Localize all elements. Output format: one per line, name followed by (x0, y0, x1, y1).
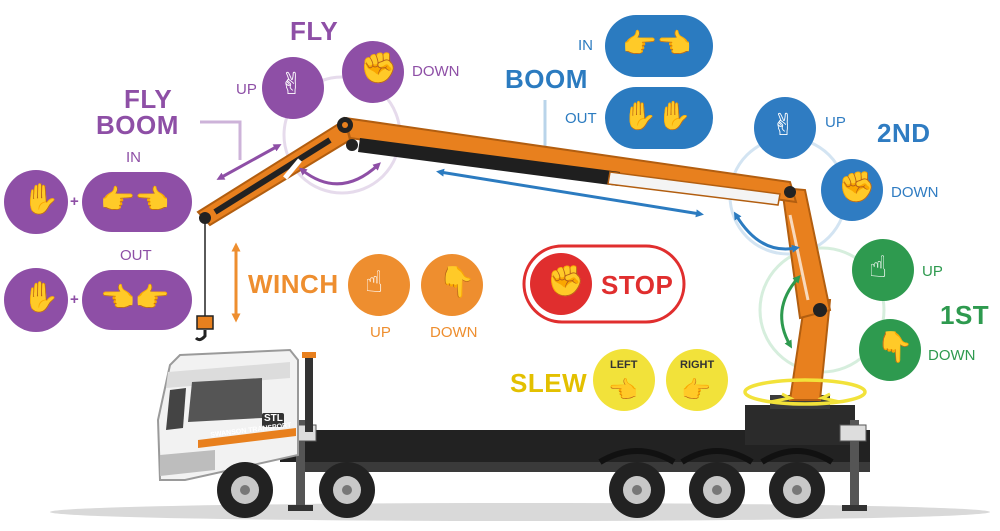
ground-shadow (50, 503, 990, 521)
second-rotation-arrow (733, 211, 800, 253)
wheel (689, 462, 745, 518)
wheel (609, 462, 665, 518)
wheel (319, 462, 375, 518)
thumbs-out-hands-icon: 👈👉 (100, 281, 170, 314)
wheel (217, 462, 273, 518)
point-up-circle-hand-icon: ☝ (365, 265, 384, 300)
boom-out-signal (605, 87, 713, 149)
point-up-hand-icon: ☝ (869, 250, 888, 285)
winch-up-signal (348, 254, 410, 316)
fly-boom-title-line2: BOOM (96, 110, 179, 140)
winch-down-signal (421, 254, 483, 316)
victory-hand-icon: ✌ (771, 108, 797, 143)
thumbs-in-hands-icon: 👉👈 (622, 27, 692, 60)
fly-rotation-arrow (298, 162, 381, 186)
fly-boom-connector (200, 120, 242, 160)
fly-down-signal (342, 41, 404, 103)
second-down-signal (821, 159, 883, 221)
fly-boom-out-signal-b (82, 270, 192, 330)
winch-down-label: DOWN (430, 324, 478, 341)
fly-up-label: UP (236, 81, 257, 98)
first-down-label: DOWN (928, 347, 976, 364)
jib-tip (199, 212, 211, 224)
boom-title: BOOM (505, 64, 588, 94)
slew-left-label: LEFT (610, 359, 638, 371)
stop-fist-icon: ✊ (547, 264, 585, 299)
boom-in-signal (605, 15, 713, 77)
fly-boom-in-signal-a (4, 170, 68, 234)
victory-hand-icon: ✌ (279, 67, 305, 102)
three-fingers-hand-icon: ✋ (22, 182, 60, 217)
point-down-circle-hand-icon: 👇 (438, 265, 476, 300)
stop-label: STOP (601, 270, 674, 300)
front-stabilizer (296, 420, 305, 510)
fly-boom-title-line1: FLY (124, 84, 173, 114)
second-up-signal (754, 97, 816, 159)
point-left-hand-icon: 👈 (608, 376, 638, 404)
boom-out-label: OUT (565, 110, 597, 127)
two-fingers-down-hand-icon: ✊ (838, 170, 876, 205)
first-up-label: UP (922, 263, 943, 280)
second-down-label: DOWN (891, 184, 939, 201)
slew-title: SLEW (510, 368, 588, 398)
fly-up-signal (262, 57, 324, 119)
stop-signal (530, 253, 592, 315)
cab-window (188, 378, 262, 422)
first-rotation-arrow (780, 274, 801, 349)
truck (156, 348, 870, 518)
first-title: 1ST (940, 300, 990, 330)
cab-logo-badge (262, 413, 284, 427)
second-joint (784, 186, 796, 198)
cab-stripe (198, 428, 296, 448)
boom-in-label: IN (578, 37, 593, 54)
second-title: 2ND (877, 118, 931, 148)
fly-boom-out-label: OUT (120, 247, 152, 264)
second-up-label: UP (825, 114, 846, 131)
fly-boom-in-label: IN (126, 149, 141, 166)
fly-down-label: DOWN (412, 63, 460, 80)
slew-left-signal (593, 349, 655, 411)
open-hands-icon: ✋✋ (622, 99, 692, 132)
wheel (769, 462, 825, 518)
crane-base (745, 405, 855, 445)
winch-up-label: UP (370, 324, 391, 341)
fist-down-hand-icon: ✊ (360, 51, 398, 86)
exhaust-stack (305, 352, 313, 432)
winch-title: WINCH (248, 269, 339, 299)
thumbs-in-hands-icon: 👉👈 (100, 183, 170, 216)
fly-boom-plus-sign: + (70, 193, 79, 210)
first-down-signal (859, 319, 921, 381)
fly-boom-plus-sign: + (70, 291, 79, 308)
fly-boom-in-signal-b (82, 172, 192, 232)
hook-block (196, 315, 214, 330)
fly-title: FLY (290, 16, 339, 46)
three-fingers-hand-icon: ✋ (22, 280, 60, 315)
boom-extend-arrow (436, 168, 704, 218)
slew-right-signal (666, 349, 728, 411)
point-right-hand-icon: 👉 (681, 376, 711, 404)
fly-boom-arrow (216, 144, 282, 180)
truck-logo: STL (264, 413, 283, 424)
fly-boom-out-signal-a (4, 268, 68, 332)
slew-ring (743, 378, 867, 406)
hook (194, 330, 207, 342)
rear-stabilizer (850, 420, 859, 510)
first-up-signal (852, 239, 914, 301)
slew-right-label: RIGHT (680, 359, 715, 371)
point-down-hand-icon: 👇 (876, 330, 914, 365)
first-joint (813, 303, 827, 317)
